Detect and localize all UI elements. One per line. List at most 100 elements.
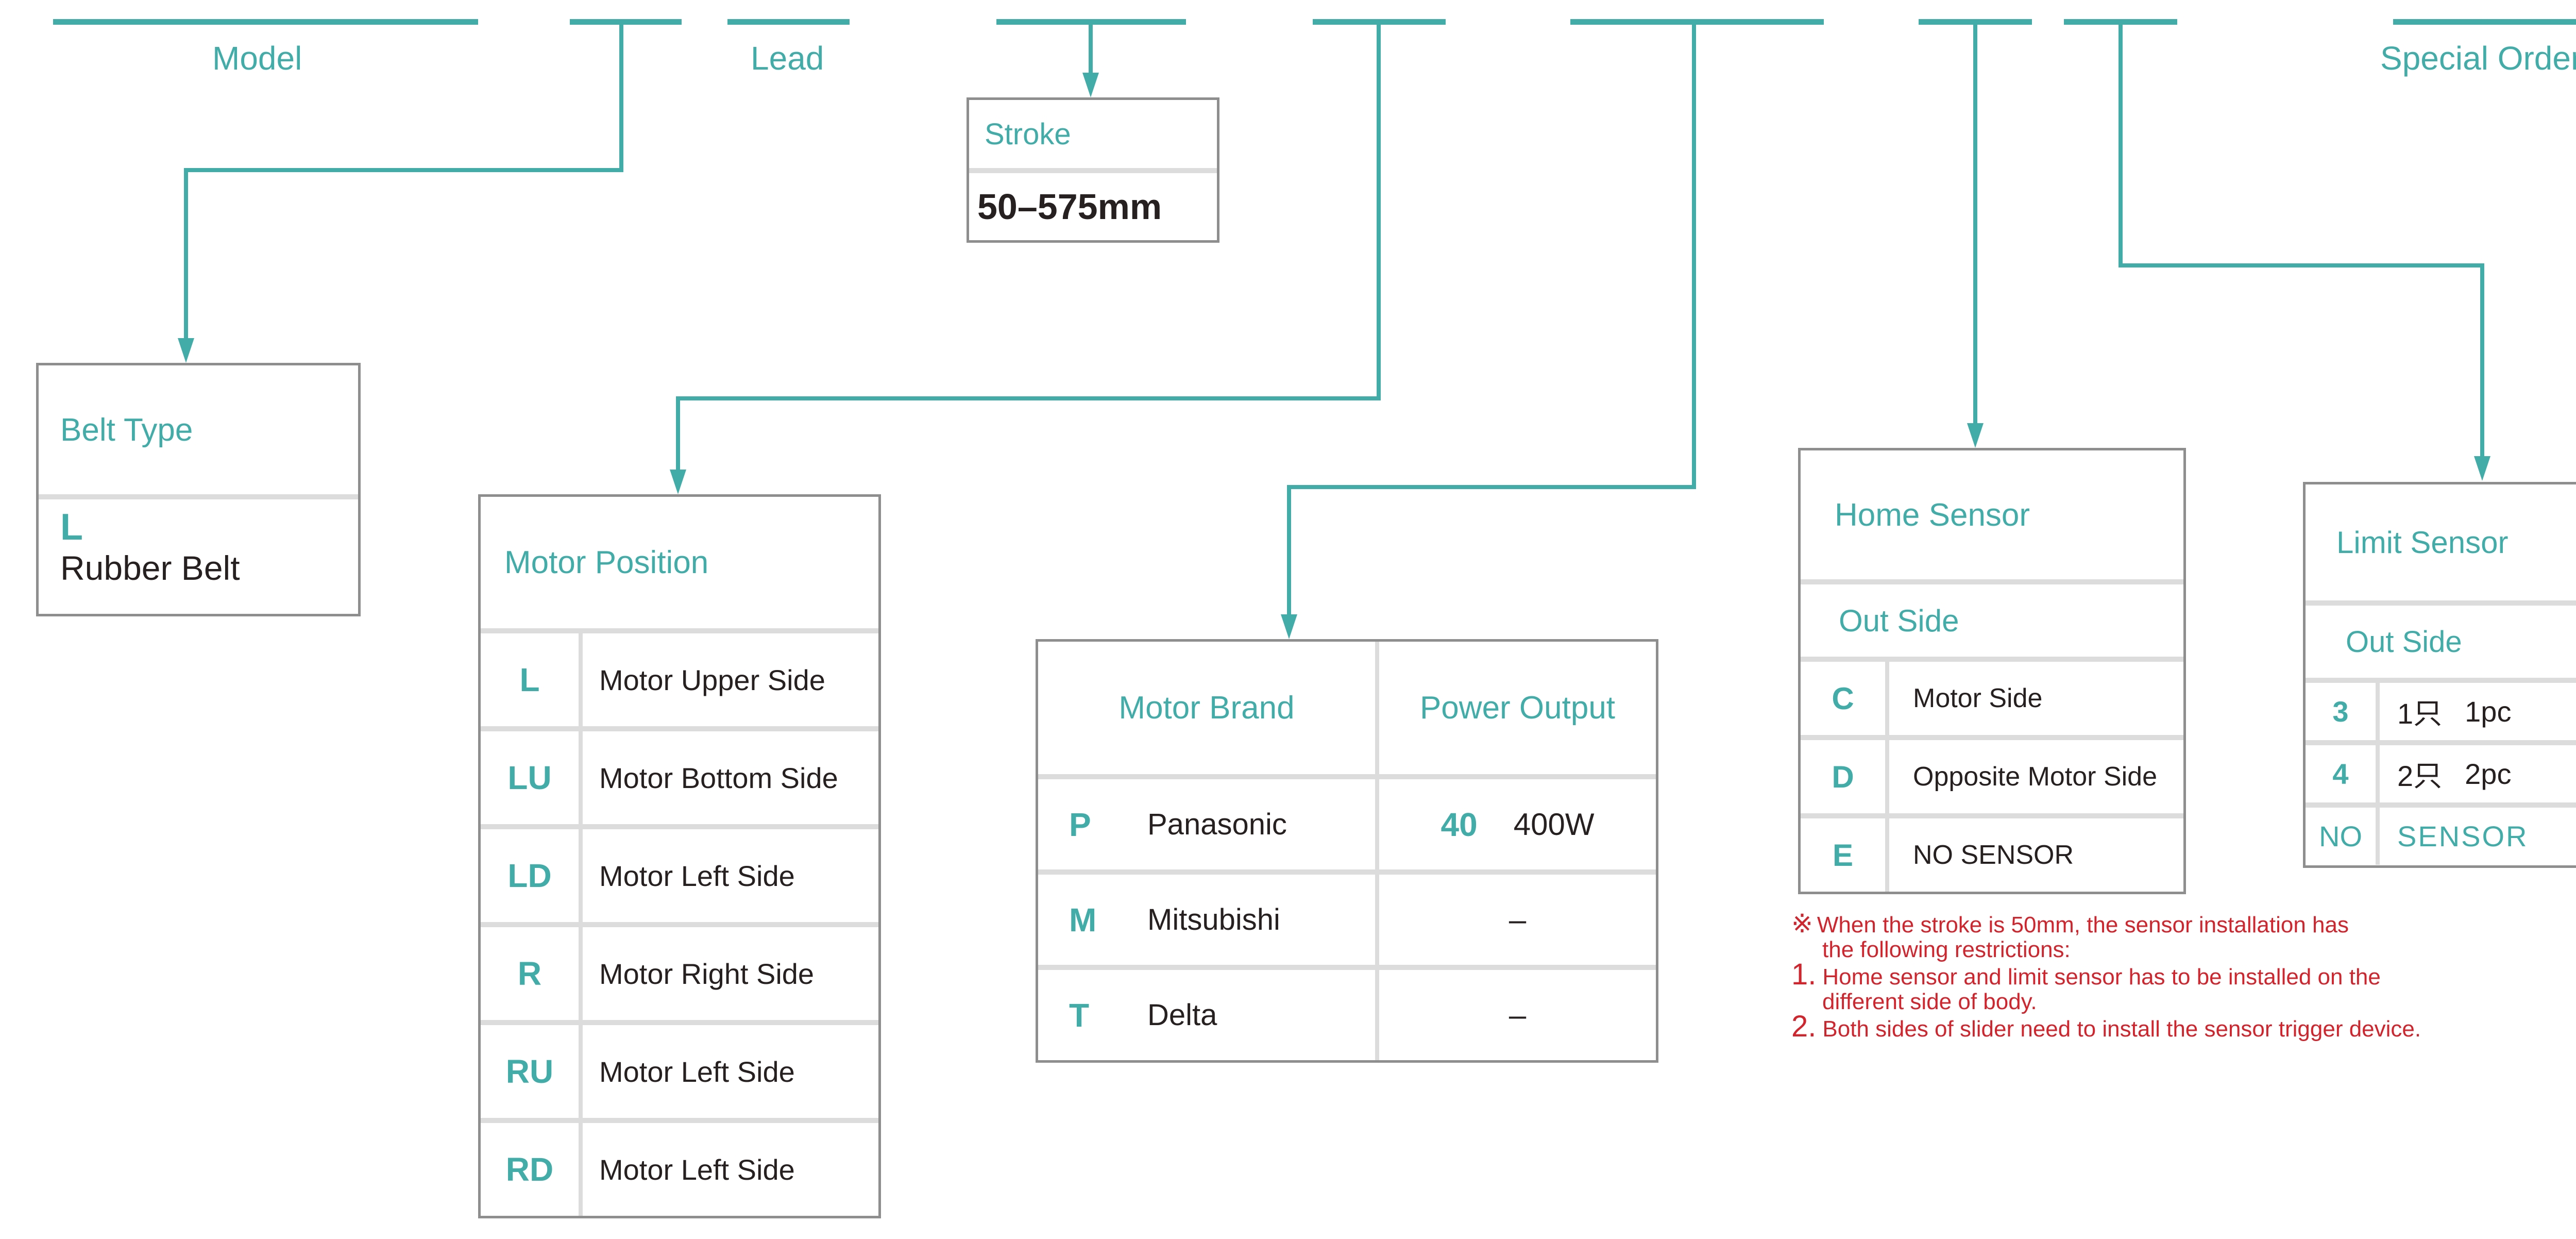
table-row: L Motor Upper Side <box>481 628 878 726</box>
motor-position-code: RD <box>481 1123 583 1216</box>
table-row: LU Motor Bottom Side <box>481 726 878 824</box>
limit-sensor-qty-cn: SENSOR <box>2397 820 2529 852</box>
motor-position-code: LD <box>481 829 583 922</box>
limit-sensor-qty-en: 1pc <box>2465 695 2512 728</box>
table-row: M Mitsubishi – <box>1038 869 1656 965</box>
note-line: ※ When the stroke is 50mm, the sensor in… <box>1791 911 2421 937</box>
special-order-label: Special Order No. <box>2380 40 2576 77</box>
motor-position-code: RU <box>481 1025 583 1118</box>
note-line: 2. Both sides of slider need to install … <box>1791 1010 2421 1043</box>
connector-motor-position-line <box>676 396 1381 400</box>
motor-position-title: Motor Position <box>504 545 709 580</box>
note-number: 2. <box>1791 1010 1817 1043</box>
motor-brand-title: Motor Brand <box>1038 642 1379 774</box>
limit-sensor-qty-en: 2pc <box>2465 758 2512 790</box>
note-line: the following restrictions: <box>1791 937 2421 962</box>
table-row: NO SENSOR <box>2306 802 2576 865</box>
table-row: RU Motor Left Side <box>481 1020 878 1118</box>
limit-sensor-code: 3 <box>2306 683 2380 740</box>
motor-brand-header: Motor Brand Power Output <box>1038 642 1656 774</box>
home-sensor-subtitle: Out Side <box>1801 579 2183 657</box>
home-sensor-desc: NO SENSOR <box>1913 840 2074 870</box>
arrow-down-icon <box>1967 423 1984 448</box>
model-label: Model <box>212 40 302 77</box>
connector-motor-brand-line <box>1287 485 1696 489</box>
motor-position-code: R <box>481 927 583 1020</box>
table-row: P Panasonic 40 400W <box>1038 774 1656 869</box>
tick-motor-brand <box>1570 19 1824 25</box>
connector-belt-type-line <box>184 168 188 340</box>
limit-sensor-qty-cn: 1只 <box>2397 697 2443 730</box>
connector-home-sensor-line <box>1973 22 1977 424</box>
limit-sensor-table: Limit Sensor Out Side 3 1只 1pc 4 2只 2pc … <box>2303 482 2576 868</box>
arrow-down-icon <box>2474 456 2490 481</box>
note-number: 1. <box>1791 958 1817 991</box>
home-sensor-title: Home Sensor <box>1835 497 2030 533</box>
table-row: 4 2只 2pc <box>2306 740 2576 802</box>
motor-position-desc: Motor Right Side <box>599 957 815 990</box>
connector-limit-sensor-line <box>2119 263 2484 267</box>
stroke-box: Stroke 50–575mm <box>967 97 1219 243</box>
limit-sensor-qty-cn: 2只 <box>2397 760 2443 792</box>
arrow-down-icon <box>670 470 686 494</box>
table-row: D Opposite Motor Side <box>1801 735 2183 813</box>
connector-motor-position-line <box>1377 22 1381 400</box>
connector-motor-brand-line <box>1287 485 1291 615</box>
connector-stroke-line <box>1089 22 1093 75</box>
note-line: different side of body. <box>1791 990 2421 1014</box>
tick-special-order <box>2393 19 2576 25</box>
table-row: LD Motor Left Side <box>481 824 878 922</box>
power-output-value: – <box>1509 902 1527 937</box>
tick-model <box>53 19 478 25</box>
note-text: the following restrictions: <box>1822 937 2071 962</box>
table-row: R Motor Right Side <box>481 922 878 1020</box>
connector-limit-sensor-line <box>2480 263 2484 457</box>
motor-brand-name: Panasonic <box>1147 808 1287 841</box>
limit-sensor-value: 2只 2pc <box>2380 745 2576 802</box>
motor-position-desc: Motor Upper Side <box>599 663 825 696</box>
motor-brand-code: T <box>1069 996 1090 1034</box>
table-row: T Delta – <box>1038 965 1656 1060</box>
limit-sensor-subtitle: Out Side <box>2306 600 2576 678</box>
belt-type-name: Rubber Belt <box>60 548 240 587</box>
limit-sensor-value: 1只 1pc <box>2380 683 2576 740</box>
connector-motor-brand-line <box>1692 22 1696 485</box>
motor-position-code: LU <box>481 731 583 824</box>
stroke-title: Stroke <box>985 117 1071 151</box>
connector-belt-type-line <box>184 168 623 172</box>
note-line: 1. Home sensor and limit sensor has to b… <box>1791 958 2421 991</box>
reference-mark-icon: ※ <box>1791 909 1813 938</box>
limit-sensor-title: Limit Sensor <box>2336 525 2509 560</box>
motor-position-code: L <box>481 633 583 726</box>
connector-limit-sensor-line <box>2119 22 2123 267</box>
note-text: different side of body. <box>1822 989 2037 1014</box>
connector-belt-type-line <box>619 22 623 172</box>
motor-brand-cell: P Panasonic <box>1038 779 1379 869</box>
power-output-cell: 40 400W <box>1379 779 1656 869</box>
power-output-value: – <box>1509 998 1527 1032</box>
table-row: C Motor Side <box>1801 657 2183 735</box>
stroke-range: 50–575mm <box>969 168 1217 240</box>
home-sensor-table: Home Sensor Out Side C Motor Side D Oppo… <box>1798 448 2186 894</box>
home-sensor-desc: Motor Side <box>1913 683 2043 713</box>
limit-sensor-code: 4 <box>2306 745 2380 802</box>
tick-lead <box>727 19 850 25</box>
limit-sensor-value: SENSOR <box>2380 808 2576 865</box>
motor-position-table: Motor Position L Motor Upper Side LU Mot… <box>478 494 881 1218</box>
tick-belt-type <box>570 19 682 25</box>
belt-type-box: Belt Type L Rubber Belt <box>36 363 361 616</box>
limit-sensor-code: NO <box>2306 808 2380 865</box>
table-row: RD Motor Left Side <box>481 1118 878 1216</box>
table-row: 3 1只 1pc <box>2306 678 2576 740</box>
power-output-value: 400W <box>1513 807 1595 842</box>
home-sensor-code: C <box>1801 662 1889 735</box>
note-text: When the stroke is 50mm, the sensor inst… <box>1817 912 2349 937</box>
motor-brand-name: Mitsubishi <box>1147 903 1280 936</box>
power-output-cell: – <box>1379 875 1656 965</box>
home-sensor-code: D <box>1801 740 1889 813</box>
note-text: Both sides of slider need to install the… <box>1822 1016 2421 1042</box>
motor-brand-code: M <box>1069 901 1097 939</box>
lead-label: Lead <box>751 40 824 77</box>
motor-brand-cell: M Mitsubishi <box>1038 875 1379 965</box>
belt-type-value: L Rubber Belt <box>39 494 358 614</box>
